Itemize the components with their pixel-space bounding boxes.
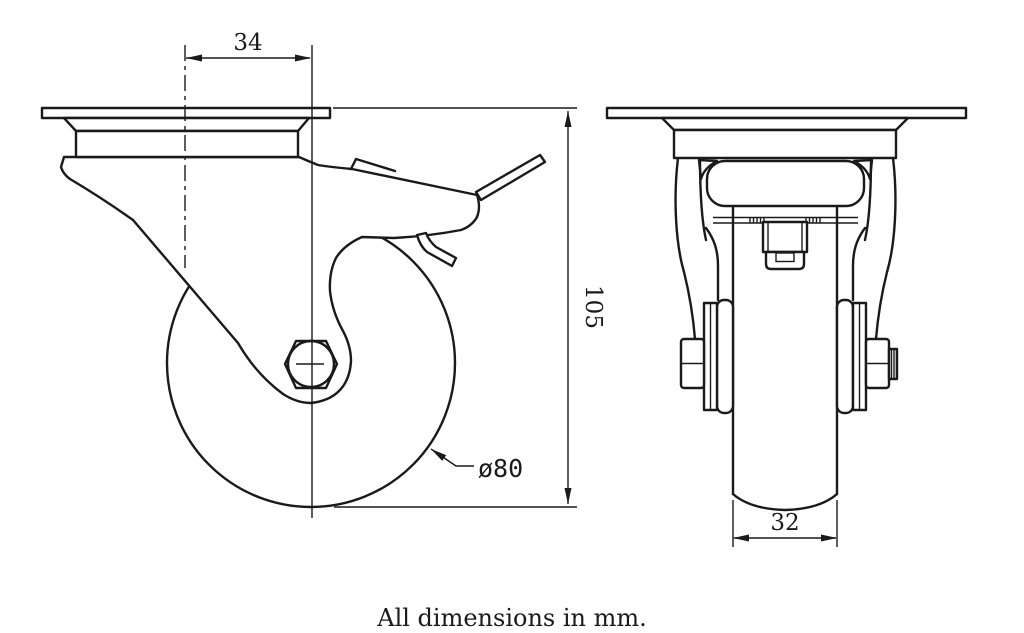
- arrowhead-right: [295, 54, 311, 62]
- swivel-raceway: [74, 129, 300, 159]
- dimension-width-32: 32: [732, 500, 838, 547]
- dimension-height-value: 105: [580, 285, 606, 329]
- hub-boss-left: [715, 298, 735, 415]
- callout-wheel-diameter: ø80: [430, 448, 523, 483]
- swivel-head-front: [672, 128, 898, 160]
- side-view: [40, 106, 547, 509]
- fork-leg-left-outer: [674, 156, 697, 341]
- fork-leg-right-inner: [863, 156, 873, 242]
- swivel-flange-front: [660, 116, 910, 132]
- fork-leg-right-flange: [851, 226, 867, 302]
- mounting-plate-front: [605, 106, 968, 120]
- brake-pad-shoe: [764, 250, 806, 271]
- swivel-fork-outline: [59, 155, 481, 405]
- axle-boss-circle: [286, 339, 336, 389]
- arrowhead-right: [821, 534, 837, 542]
- brake-pad-notch: [775, 252, 795, 263]
- dimension-offset-value: 34: [233, 30, 262, 56]
- swivel-flange: [62, 116, 311, 133]
- brake-pad-body: [761, 220, 809, 254]
- wheel-bottom-arc: [731, 492, 839, 512]
- brake-bar-knurl-right: [805, 217, 821, 223]
- hub-boss-right: [835, 298, 855, 415]
- fork-leg-left-inner: [698, 156, 708, 242]
- front-view: [605, 106, 968, 512]
- drawing-caption: All dimensions in mm.: [376, 604, 647, 632]
- arrowhead-top: [564, 111, 572, 127]
- fork-crown: [705, 159, 866, 208]
- axle-stud-thread-hatch: [890, 349, 898, 379]
- dimension-width-value: 32: [770, 510, 799, 536]
- arrowhead-left: [733, 534, 749, 542]
- wheel-diameter-value: ø80: [478, 454, 523, 483]
- brake-actuator-strip: [415, 231, 458, 268]
- arrowhead-left: [186, 54, 202, 62]
- brake-lever: [474, 153, 547, 202]
- mounting-plate: [40, 106, 332, 120]
- fork-leg-left-flange: [704, 226, 720, 302]
- leader-arrowhead: [431, 449, 447, 461]
- fork-leg-right-outer: [874, 156, 897, 341]
- brake-pedal-tab: [349, 157, 397, 173]
- dimension-height-105: 105: [333, 107, 606, 508]
- dimension-offset-34: 34: [186, 30, 311, 62]
- leader-line: [430, 448, 474, 467]
- arrowhead-bottom: [564, 488, 572, 504]
